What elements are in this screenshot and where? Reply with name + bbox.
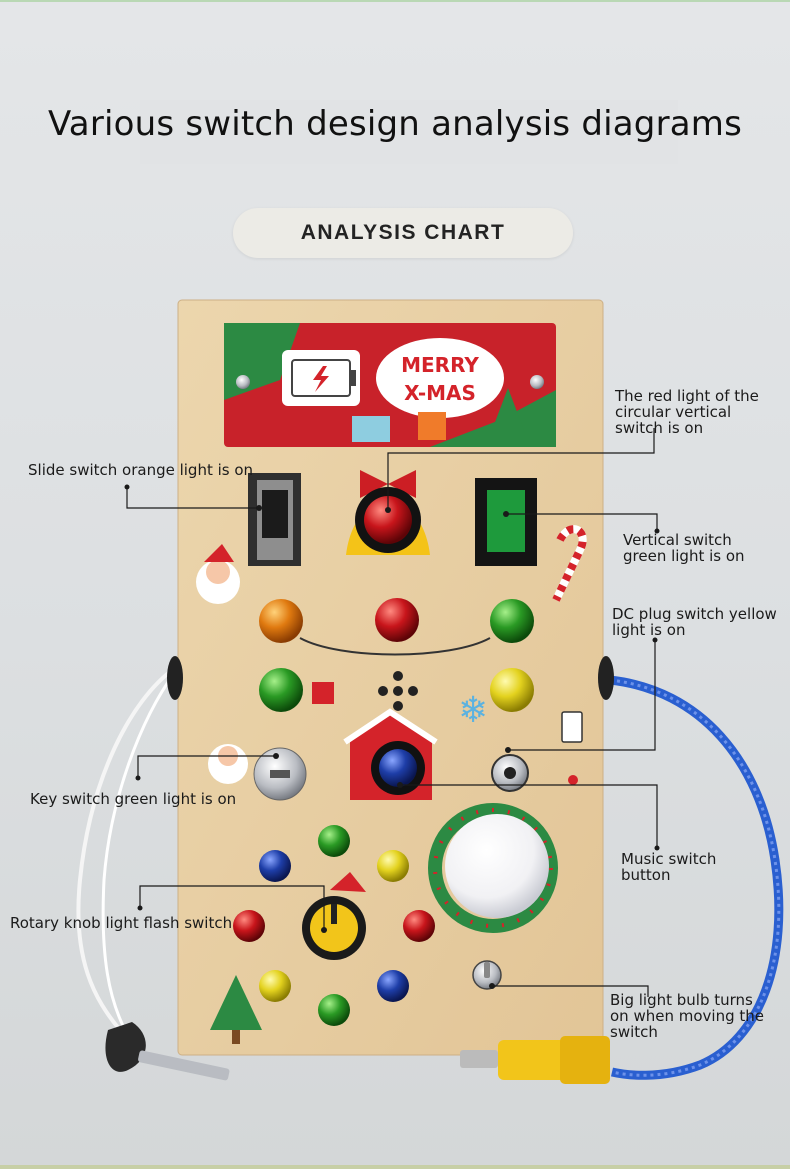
tree-icon-bottom xyxy=(210,975,262,1030)
big-light-bulb xyxy=(445,814,549,918)
tree-trunk-bottom xyxy=(232,1030,240,1044)
banner-screw-left xyxy=(236,375,250,389)
led-green-lower-2 xyxy=(318,994,350,1026)
holly-berry xyxy=(568,775,578,785)
blue-cable-braid xyxy=(609,678,781,1077)
top-border-line xyxy=(0,0,790,2)
rotary-knob-indicator xyxy=(331,904,337,924)
led-green-top-right xyxy=(490,599,534,643)
led-green-left xyxy=(259,668,303,712)
right-side-plug xyxy=(598,656,614,700)
callout-big-bulb: Big light bulb turns on when moving the … xyxy=(610,991,764,1041)
key-cord xyxy=(76,666,177,1032)
tree-icon-banner xyxy=(492,388,524,430)
gift-icon-banner xyxy=(352,416,390,442)
bottom-border-line xyxy=(0,1165,790,1169)
battery-tip-icon xyxy=(350,370,356,386)
gift-icon xyxy=(312,682,334,704)
toggle-lever xyxy=(484,962,490,978)
led-yellow-lower-2 xyxy=(259,970,291,1002)
gift-icon-banner-2 xyxy=(418,412,446,440)
led-yellow-lower xyxy=(377,850,409,882)
key-cord-2 xyxy=(101,671,177,1031)
candy-cane-stripes xyxy=(552,525,587,602)
banner-text-merry: MERRY xyxy=(401,353,479,377)
led-blue-lower-1 xyxy=(259,850,291,882)
callout-key-switch: Key switch green light is on xyxy=(30,790,237,808)
dc-plug-tip xyxy=(460,1050,498,1068)
santa-hat-icon xyxy=(330,872,366,892)
led-green-lower-1 xyxy=(318,825,350,857)
round-rocker-switch-red[interactable] xyxy=(364,496,412,544)
santa-hat-top xyxy=(204,544,234,562)
left-side-plug xyxy=(167,656,183,700)
banner-text-xmas: X-MAS xyxy=(404,381,476,405)
led-orange xyxy=(259,599,303,643)
vertical-rocker-switch-green[interactable] xyxy=(487,490,525,552)
led-red-lower-2 xyxy=(403,910,435,942)
banner-cloud xyxy=(376,338,504,418)
banner-screw-right xyxy=(530,375,544,389)
analysis-chart-badge: ANALYSIS CHART xyxy=(233,208,573,258)
dc-plug-hole xyxy=(504,767,516,779)
key-slot xyxy=(270,770,290,778)
santa-face-top xyxy=(206,560,230,584)
plug-icon xyxy=(561,711,583,743)
key-icon xyxy=(105,1022,146,1072)
led-yellow xyxy=(490,668,534,712)
callout-music-switch: Music switch button xyxy=(621,850,717,884)
callout-red-light: The red light of the circular vertical s… xyxy=(615,387,759,437)
speaker-holes xyxy=(378,671,418,711)
snowflake-icon: ❄ xyxy=(458,690,488,731)
title-band xyxy=(140,100,678,164)
music-switch-button[interactable] xyxy=(379,749,417,787)
callout-dc-plug: DC plug switch yellow light is on xyxy=(612,605,777,639)
led-blue-lower-2 xyxy=(377,970,409,1002)
callout-slide-switch: Slide switch orange light is on xyxy=(28,461,254,479)
page-title: Various switch design analysis diagrams xyxy=(47,104,743,144)
garland-string xyxy=(299,637,491,656)
slide-switch-lever[interactable] xyxy=(262,490,288,538)
santa-face-left xyxy=(218,746,238,766)
house-roof-snow xyxy=(343,708,438,745)
callout-rotary-knob: Rotary knob light flash switch xyxy=(10,914,233,932)
led-red xyxy=(375,598,419,642)
callout-vertical-switch: Vertical switch green light is on xyxy=(623,531,745,565)
key-blade xyxy=(138,1050,230,1081)
lightning-icon xyxy=(313,366,329,392)
dc-plug-grip xyxy=(560,1036,610,1084)
